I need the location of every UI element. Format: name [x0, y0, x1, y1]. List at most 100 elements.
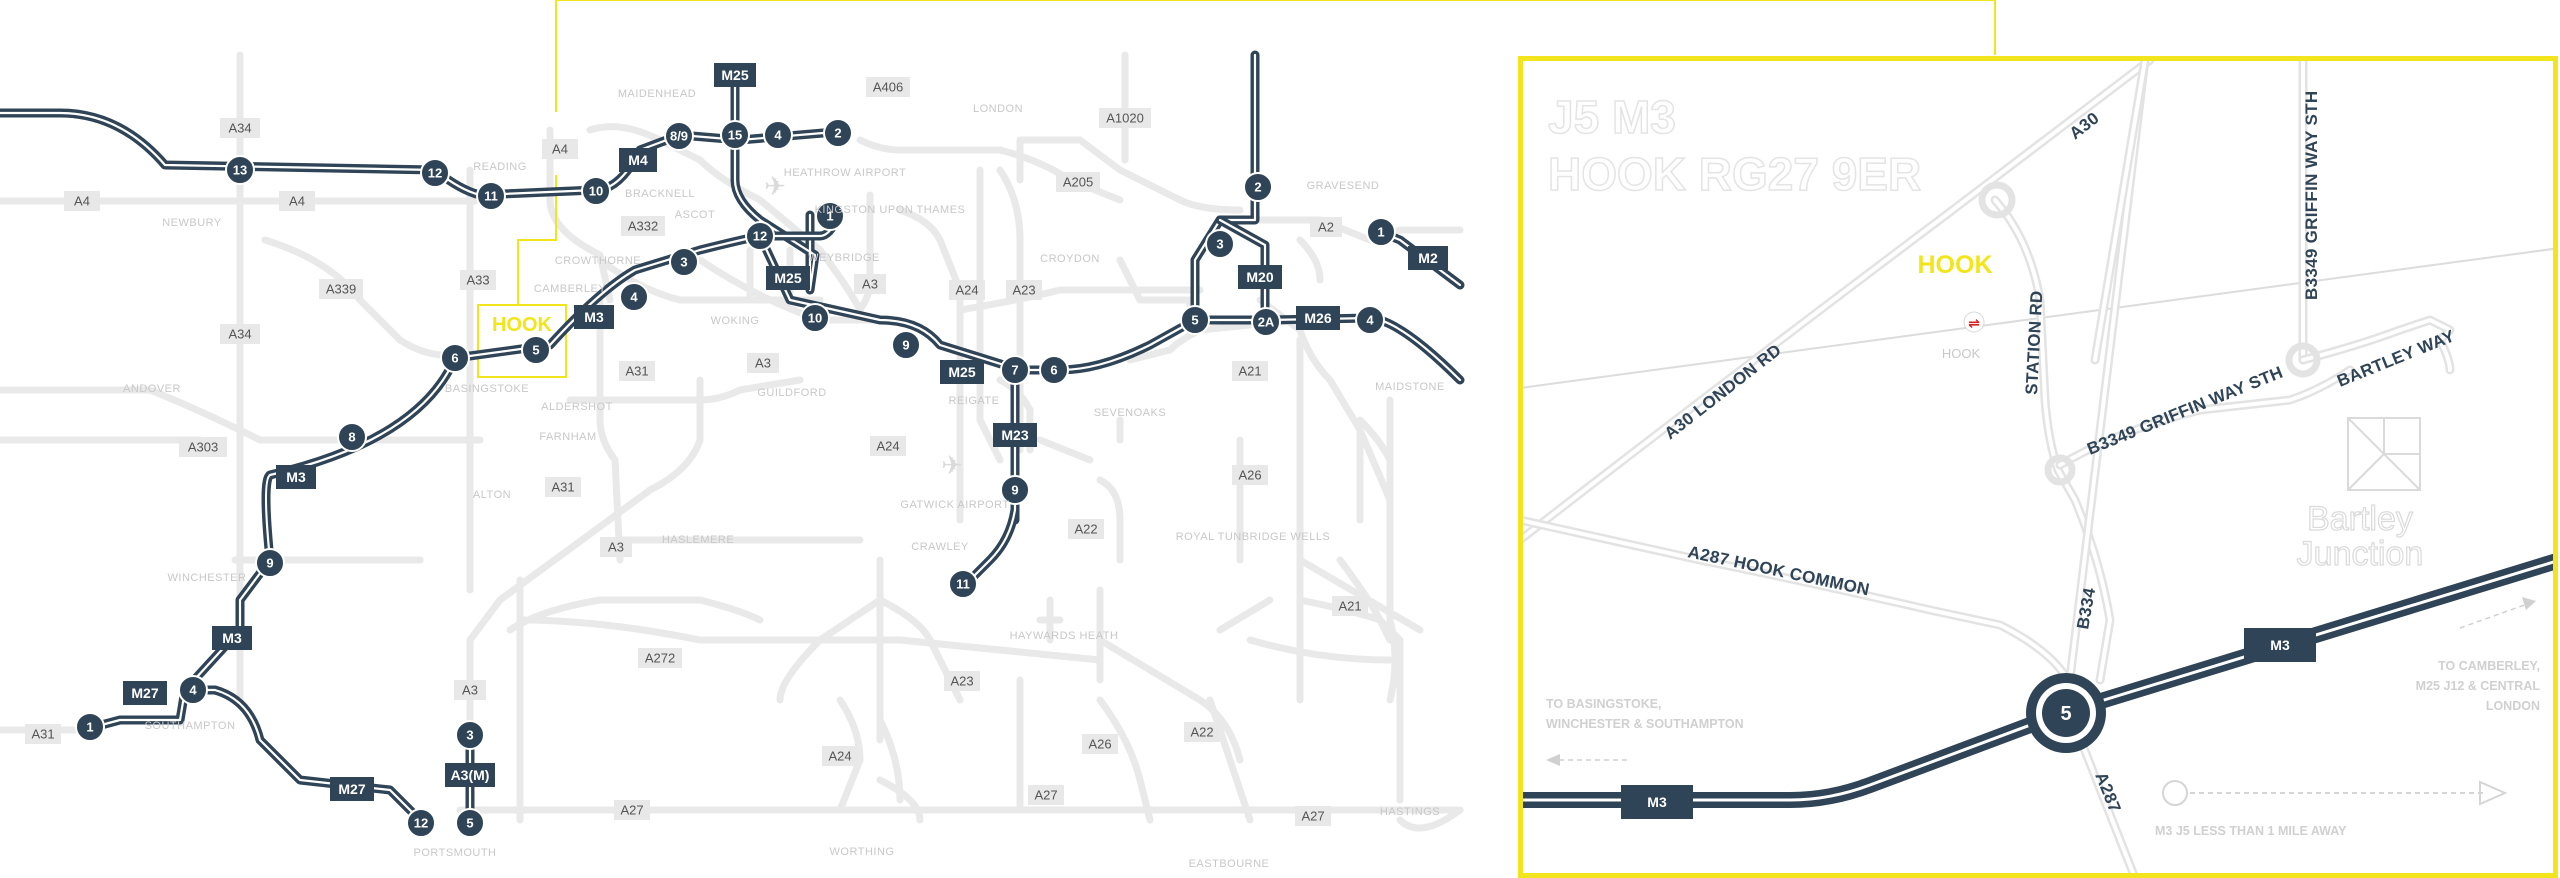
svg-text:LONDON: LONDON	[973, 103, 1023, 115]
distance-note: M3 J5 LESS THAN 1 MILE AWAY	[2155, 780, 2508, 838]
svg-text:WINCHESTER: WINCHESTER	[168, 572, 247, 584]
svg-text:M3: M3	[584, 309, 604, 325]
svg-text:13: 13	[233, 163, 247, 178]
svg-text:A31: A31	[551, 480, 574, 495]
svg-text:A34: A34	[228, 327, 251, 342]
svg-text:12: 12	[414, 816, 428, 831]
svg-text:WINCHESTER & SOUTHAMPTON: WINCHESTER & SOUTHAMPTON	[1546, 717, 1744, 731]
svg-text:M27: M27	[338, 781, 365, 797]
gatwick-airport-icon: ✈	[941, 450, 963, 480]
station-label: HOOK	[1942, 346, 1981, 361]
svg-text:A2: A2	[1318, 220, 1334, 235]
svg-text:4: 4	[630, 290, 638, 305]
svg-text:A3: A3	[462, 683, 478, 698]
b3349-griffin-way-sth-label: B3349 GRIFFIN WAY STH	[2302, 91, 2321, 300]
svg-text:SOUTHAMPTON: SOUTHAMPTON	[145, 720, 236, 732]
svg-text:A3: A3	[608, 540, 624, 555]
inset-frame	[1518, 56, 2558, 878]
a-road-labels: A34 A4 A4 A4 A332 A33 A339 A34 A303 A31 …	[25, 77, 1368, 826]
svg-text:A332: A332	[628, 219, 658, 234]
railway-station-icon: ⇌	[1963, 311, 1985, 333]
inset-title-line2: HOOK RG27 9ER	[1548, 148, 1921, 200]
svg-text:M3: M3	[286, 469, 306, 485]
svg-text:5: 5	[532, 343, 539, 358]
svg-text:REIGATE: REIGATE	[949, 395, 1000, 407]
svg-text:READING: READING	[473, 161, 527, 173]
svg-text:ROYAL TUNBRIDGE WELLS: ROYAL TUNBRIDGE WELLS	[1176, 531, 1331, 543]
svg-text:M23: M23	[1001, 427, 1028, 443]
svg-text:A4: A4	[552, 142, 568, 157]
svg-text:A21: A21	[1238, 364, 1261, 379]
svg-text:10: 10	[808, 311, 822, 326]
town-labels: NEWBURY READING MAIDENHEAD BRACKNELL ASC…	[123, 88, 1444, 870]
svg-text:SEVENOAKS: SEVENOAKS	[1094, 407, 1166, 419]
a30-roundabout	[1978, 181, 2016, 219]
svg-text:A22: A22	[1190, 725, 1213, 740]
svg-text:A26: A26	[1238, 468, 1261, 483]
svg-text:GRAVESEND: GRAVESEND	[1307, 180, 1380, 192]
inset-m3-shield-right: M3	[2244, 628, 2316, 662]
svg-text:A339: A339	[326, 282, 356, 297]
svg-text:NEWBURY: NEWBURY	[162, 217, 222, 229]
svg-text:3: 3	[1216, 237, 1223, 252]
svg-text:M26: M26	[1304, 310, 1331, 326]
svg-text:PORTSMOUTH: PORTSMOUTH	[413, 847, 496, 859]
left-arrow-icon	[1546, 754, 1560, 766]
griffin-way-roundabout	[2285, 342, 2321, 378]
svg-text:11: 11	[484, 189, 498, 204]
svg-text:A205: A205	[1063, 175, 1093, 190]
junction-5-marker	[2042, 689, 2090, 737]
svg-text:1: 1	[826, 209, 833, 224]
svg-text:A33: A33	[466, 273, 489, 288]
svg-text:A27: A27	[1034, 788, 1057, 803]
svg-text:3: 3	[466, 728, 473, 743]
to-basingstoke-note: TO BASINGSTOKE, WINCHESTER & SOUTHAMPTON	[1546, 697, 1744, 766]
svg-text:M25: M25	[774, 270, 801, 286]
svg-text:10: 10	[589, 184, 603, 199]
svg-text:A272: A272	[645, 651, 675, 666]
svg-text:TO CAMBERLEY,: TO CAMBERLEY,	[2438, 659, 2540, 673]
svg-text:CROWTHORNE: CROWTHORNE	[555, 255, 641, 267]
svg-text:GUILDFORD: GUILDFORD	[757, 387, 826, 399]
svg-text:M27: M27	[131, 685, 158, 701]
svg-text:4: 4	[774, 128, 782, 143]
inset-map: 5 M3 M3 A30 A30 LONDON RD STATION RD B33…	[1518, 56, 2558, 878]
svg-text:M3: M3	[2270, 637, 2290, 653]
overview-hook-label: HOOK	[492, 314, 553, 336]
svg-text:M20: M20	[1246, 269, 1273, 285]
svg-text:7: 7	[1011, 363, 1018, 378]
svg-text:2: 2	[1254, 180, 1261, 195]
up-right-arrow-icon	[2522, 597, 2536, 610]
svg-text:12: 12	[753, 229, 767, 244]
svg-text:WORTHING: WORTHING	[830, 846, 895, 858]
svg-text:A27: A27	[1301, 809, 1324, 824]
svg-text:3: 3	[680, 255, 687, 270]
svg-text:A24: A24	[828, 749, 851, 764]
svg-text:M25: M25	[721, 67, 748, 83]
overview-map: M25 M4 M3 M25 M25 M20 M26 M2 M23 M3 M3 M…	[0, 0, 1996, 870]
inset-title-line1: J5 M3	[1548, 91, 1676, 143]
svg-text:4: 4	[1366, 313, 1374, 328]
svg-text:CROYDON: CROYDON	[1040, 253, 1100, 265]
svg-text:A24: A24	[955, 283, 978, 298]
svg-text:A31: A31	[31, 727, 54, 742]
highlight-connector	[555, 0, 1996, 112]
svg-text:11: 11	[956, 577, 970, 592]
svg-text:A23: A23	[950, 674, 973, 689]
svg-text:A3: A3	[755, 356, 771, 371]
svg-text:6: 6	[451, 351, 458, 366]
svg-text:GATWICK AIRPORT: GATWICK AIRPORT	[900, 499, 1009, 511]
svg-text:CAMBERLEY: CAMBERLEY	[534, 283, 607, 295]
svg-text:FARNHAM: FARNHAM	[539, 431, 596, 443]
svg-text:A4: A4	[289, 194, 305, 209]
svg-text:A31: A31	[625, 364, 648, 379]
svg-text:A3(M): A3(M)	[451, 767, 490, 783]
svg-text:A303: A303	[188, 440, 218, 455]
svg-text:1: 1	[86, 720, 93, 735]
svg-text:Junction: Junction	[2297, 535, 2424, 573]
svg-text:M3 J5 LESS THAN 1 MILE AWAY: M3 J5 LESS THAN 1 MILE AWAY	[2155, 824, 2347, 838]
svg-text:ANDOVER: ANDOVER	[123, 383, 181, 395]
svg-text:CRAWLEY: CRAWLEY	[911, 541, 969, 553]
svg-text:A3: A3	[862, 277, 878, 292]
